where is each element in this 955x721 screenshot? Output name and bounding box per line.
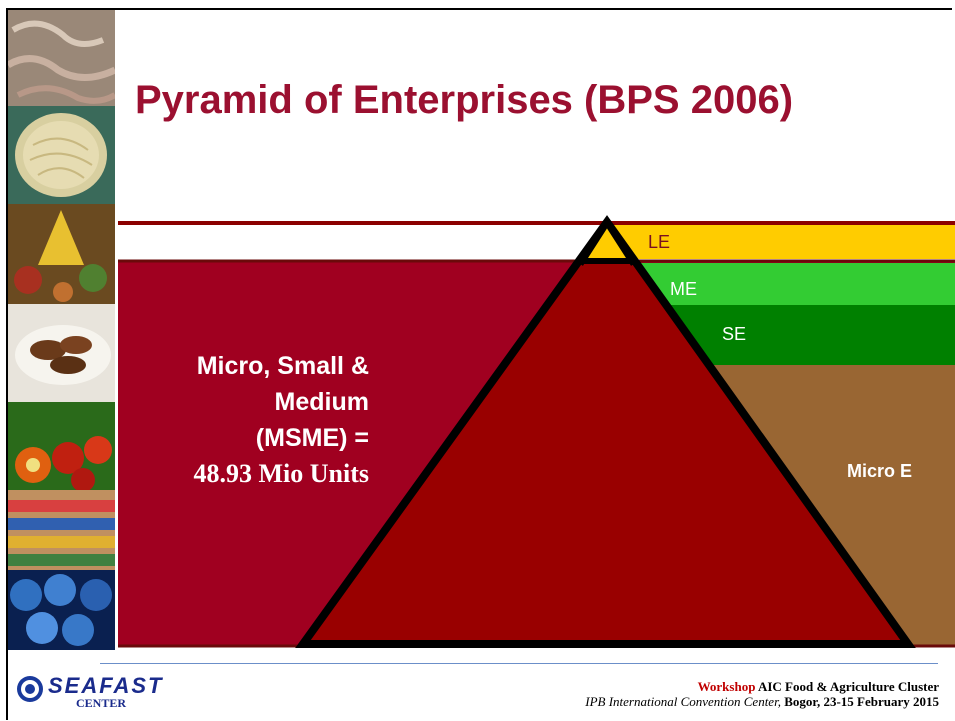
photo-strip-graphic [6,10,117,650]
pyramid-triangle [295,215,916,648]
footer-text: Workshop AIC Food & Agriculture Cluster … [585,679,939,709]
shrimp-photo [6,10,117,106]
satay-photo [8,304,115,402]
le-label: LE [648,232,670,252]
logo-name: SEAFAST [48,673,164,698]
seafast-emblem-icon [17,676,43,702]
msme-label: Micro, Small & Medium (MSME) = 48.93 Mio… [194,348,370,492]
footer-line-1: Workshop AIC Food & Agriculture Cluster [585,679,939,694]
footer-location: Bogor, 23-15 February 2015 [780,694,939,709]
footer-divider [100,663,938,664]
footer-line-2: IPB International Convention Center, Bog… [585,694,939,709]
me-label: ME [670,279,697,299]
msme-line-3: (MSME) = [255,424,369,452]
msme-line-2: Medium [274,388,369,416]
msme-line-1: Micro, Small & [196,352,369,380]
palm-fruit-photo [8,402,115,492]
micro-e-label: Micro E [847,461,912,481]
footer-workshop: Workshop [697,679,756,694]
footer-venue: IPB International Convention Center, [585,694,781,709]
le-band [605,225,955,259]
pyramid-tip-outline [577,215,637,266]
cans-photo [8,570,115,650]
photo-strip [6,10,117,650]
noodles-photo [8,106,115,204]
rice-dish-photo [8,204,115,304]
supermarket-shelf-photo [8,490,115,570]
pyramid-tip [580,222,634,261]
slide-title: Pyramid of Enterprises (BPS 2006) [135,78,794,122]
msme-count: 48.93 Mio Units [193,459,370,488]
logo-sub: CENTER [76,696,127,710]
slide-frame [6,8,952,720]
footer-event: AIC Food & Agriculture Cluster [755,679,939,694]
se-label: SE [722,324,746,344]
